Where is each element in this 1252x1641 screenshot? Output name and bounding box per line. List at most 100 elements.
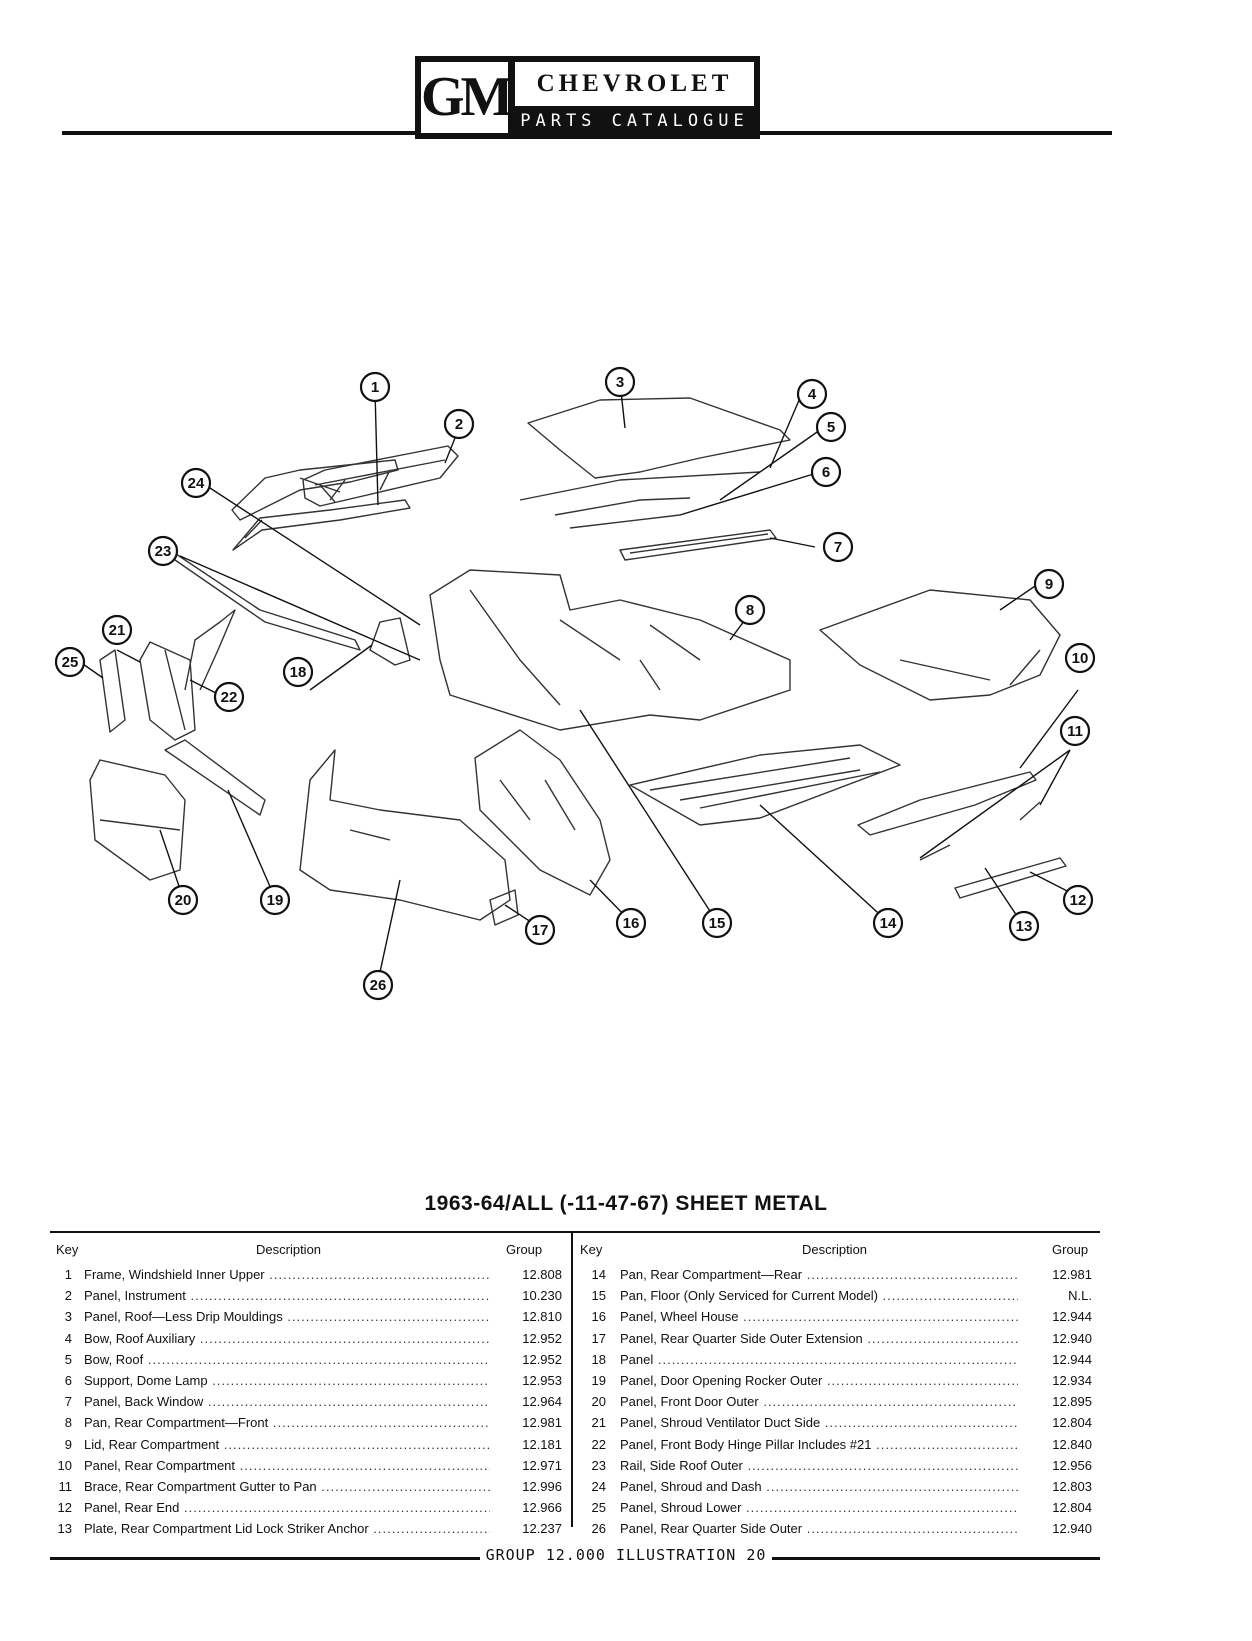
part-description: Panel, Rear Quarter Side Outer Extension [620, 1328, 1018, 1349]
svg-text:19: 19 [267, 892, 284, 909]
part-group: 12.952 [500, 1348, 562, 1370]
svg-text:5: 5 [827, 419, 835, 436]
part-description: Support, Dome Lamp [84, 1370, 490, 1391]
svg-text:24: 24 [188, 475, 205, 492]
part-front-door [89, 759, 186, 881]
part-description: Panel, Rear Quarter Side Outer [620, 1518, 1018, 1539]
svg-text:22: 22 [221, 689, 238, 706]
table-row: 2 Panel, Instrument 10.230 [50, 1285, 570, 1307]
part-ventilator-duct [184, 609, 236, 691]
table-header: Key Description Group [50, 1238, 570, 1264]
header-key: Key [580, 1242, 603, 1257]
part-key: 17 [591, 1330, 606, 1346]
svg-text:15: 15 [709, 915, 726, 932]
part-key: 3 [64, 1309, 72, 1325]
callout-13: 13 [1008, 910, 1040, 942]
part-group: 12.953 [500, 1369, 562, 1391]
part-group: N.L. [1030, 1285, 1092, 1307]
footer-caption: GROUP 12.000 ILLUSTRATION 20 [0, 1546, 1252, 1565]
part-rear-braces [919, 801, 1041, 861]
logo-brand-name: CHEVROLET [515, 62, 754, 106]
part-rear-quarter [299, 749, 511, 921]
svg-text:9: 9 [1045, 576, 1053, 593]
table-row: 6 Support, Dome Lamp 12.953 [50, 1369, 570, 1391]
part-key: 7 [64, 1394, 72, 1410]
part-rear-pan [629, 744, 901, 826]
part-group: 12.810 [500, 1306, 562, 1328]
table-row: 15 Pan, Floor (Only Serviced for Current … [578, 1285, 1100, 1307]
part-description: Pan, Floor (Only Serviced for Current Mo… [620, 1285, 1018, 1306]
svg-text:17: 17 [532, 922, 549, 939]
part-quarter-extension [489, 889, 519, 926]
part-back-window [619, 529, 777, 561]
svg-text:11: 11 [1067, 723, 1083, 740]
part-group: 12.804 [1030, 1412, 1092, 1434]
part-key: 10 [57, 1457, 72, 1473]
svg-text:13: 13 [1016, 918, 1033, 935]
svg-text:23: 23 [155, 543, 172, 560]
part-rocker-outer [164, 739, 266, 816]
part-shroud-lower [99, 649, 126, 733]
svg-text:25: 25 [62, 654, 79, 671]
svg-text:2: 2 [455, 416, 463, 433]
part-description: Frame, Windshield Inner Upper [84, 1264, 490, 1285]
part-shroud-dash [231, 459, 399, 521]
callout-20: 20 [167, 884, 199, 916]
callout-3: 3 [604, 366, 636, 398]
part-description: Panel, Wheel House [620, 1306, 1018, 1327]
part-group: 10.230 [500, 1285, 562, 1307]
part-key: 1 [64, 1267, 72, 1282]
part-group: 12.181 [500, 1433, 562, 1455]
svg-text:8: 8 [746, 602, 754, 619]
part-group: 12.981 [1030, 1264, 1092, 1285]
svg-text:16: 16 [623, 915, 640, 932]
callout-8: 8 [734, 594, 766, 626]
part-description: Lid, Rear Compartment [84, 1434, 490, 1455]
callout-23: 23 [147, 535, 179, 567]
exploded-parts-diagram: 1 2 3 4 5 6 7 8 9 10 11 12 13 14 15 16 1… [54, 366, 1096, 1001]
callout-18: 18 [282, 656, 314, 688]
part-description: Plate, Rear Compartment Lid Lock Striker… [84, 1518, 490, 1539]
part-floor-pan [429, 569, 791, 731]
part-key: 12 [57, 1500, 72, 1516]
part-key: 6 [64, 1372, 72, 1388]
header-group: Group [1052, 1242, 1089, 1257]
svg-text:3: 3 [616, 374, 624, 391]
part-group: 12.237 [500, 1518, 562, 1540]
part-description: Rail, Side Roof Outer [620, 1455, 1018, 1476]
callout-25: 25 [54, 646, 86, 678]
part-group: 12.803 [1030, 1475, 1092, 1497]
callout-9: 9 [1033, 568, 1065, 600]
part-description: Panel, Shroud and Dash [620, 1476, 1018, 1497]
svg-text:1: 1 [371, 379, 379, 396]
part-group: 12.956 [1030, 1454, 1092, 1476]
part-group: 12.952 [500, 1327, 562, 1349]
part-windshield-frame [232, 499, 411, 551]
part-key: 15 [591, 1288, 606, 1304]
part-key: 8 [64, 1415, 72, 1431]
part-description: Panel, Instrument [84, 1285, 490, 1306]
part-description: Pan, Rear Compartment—Front [84, 1412, 490, 1433]
part-key: 2 [64, 1288, 72, 1304]
part-key: 22 [591, 1436, 606, 1452]
part-key: 24 [591, 1478, 606, 1494]
part-group: 12.944 [1030, 1306, 1092, 1328]
svg-text:20: 20 [175, 892, 192, 909]
part-description: Panel, Shroud Lower [620, 1497, 1018, 1518]
svg-text:10: 10 [1072, 650, 1089, 667]
part-group: 12.966 [500, 1497, 562, 1519]
part-panel-18 [369, 617, 411, 666]
page-title: 1963-64/ALL (-11-47-67) SHEET METAL [424, 1192, 828, 1215]
part-wheel-house [474, 729, 611, 896]
parts-table-left: Key Description Group 1 Frame, Windshield… [50, 1238, 570, 1540]
part-description: Panel, Shroud Ventilator Duct Side [620, 1412, 1018, 1433]
